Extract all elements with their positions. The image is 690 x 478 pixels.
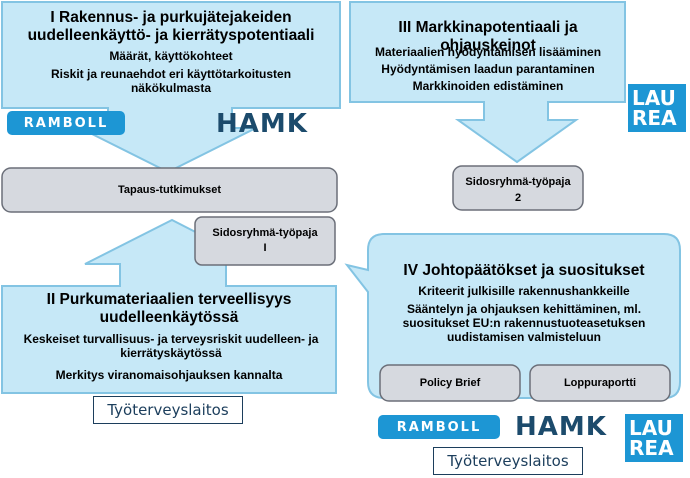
laurea-top-line: LAU — [629, 416, 673, 440]
sidos1-label-a: Sidosryhmä-työpaja — [212, 227, 318, 239]
ramboll-logo-bottom: RAMBOLL — [378, 415, 500, 439]
laurea-logo-top: LAU REA — [628, 84, 686, 132]
sidos2-label-b: 2 — [514, 192, 522, 204]
hamk-logo-bottom: HAMK — [515, 412, 607, 442]
hamk-logo-top: HAMK — [216, 109, 308, 139]
laurea-top-line: LAU — [632, 86, 676, 110]
box-i-line2: Riskit ja reunaehdot eri käyttötarkoitus… — [50, 67, 292, 96]
loppu-box — [529, 364, 671, 402]
tapaus-label: Tapaus-tutkimukset — [117, 184, 222, 196]
ramboll-logo-top: RAMBOLL — [7, 111, 125, 135]
policy-box — [379, 364, 521, 402]
box-i-line1: Määrät, käyttökohteet — [109, 49, 233, 63]
box-iii-line1: Materiaalien hyödyntämisen lisääminen — [374, 45, 602, 59]
policy-label: Policy Brief — [419, 377, 481, 389]
box-iii-title: III Markkinapotentiaali ja ohjauskeinot — [398, 19, 578, 55]
box-iv-line1: Kriteerit julkisille rakennushankkeille — [418, 284, 630, 298]
laurea-logo-bottom: LAU REA — [625, 414, 683, 462]
sidos1-box — [194, 216, 336, 266]
box-iv-line2: Sääntelyn ja ohjauksen kehittäminen, ml.… — [402, 302, 646, 345]
sidos2-box — [452, 165, 584, 211]
box-iv-title: IV Johtopäätökset ja suositukset — [403, 262, 645, 279]
box-ii-title: II Purkumateriaalien terveellisyys uudel… — [46, 291, 292, 327]
box-iii-line2: Hyödyntämisen laadun parantaminen — [381, 62, 595, 76]
laurea-bottom-line: REA — [629, 436, 674, 460]
laurea-bottom-line: REA — [632, 106, 677, 130]
tapaus-box — [1, 167, 338, 213]
box-i-title: I Rakennus- ja purkujätejakeiden uudelle… — [27, 9, 315, 45]
box-iii-shape — [349, 1, 626, 164]
box-iii-line3: Markkinoiden edistäminen — [412, 79, 564, 93]
box-ii-line2: Merkitys viranomaisohjauksen kannalta — [55, 368, 283, 382]
sidos2-label-a: Sidosryhmä-työpaja — [465, 176, 571, 188]
box-ii-line1: Keskeiset turvallisuus- ja terveysriskit… — [23, 332, 319, 361]
tyoterveys-logo-right: Työterveyslaitos — [433, 447, 583, 475]
loppu-label: Loppuraportti — [563, 377, 637, 389]
tyoterveys-logo-left: Työterveyslaitos — [93, 396, 243, 424]
sidos1-label-b: I — [263, 242, 267, 254]
